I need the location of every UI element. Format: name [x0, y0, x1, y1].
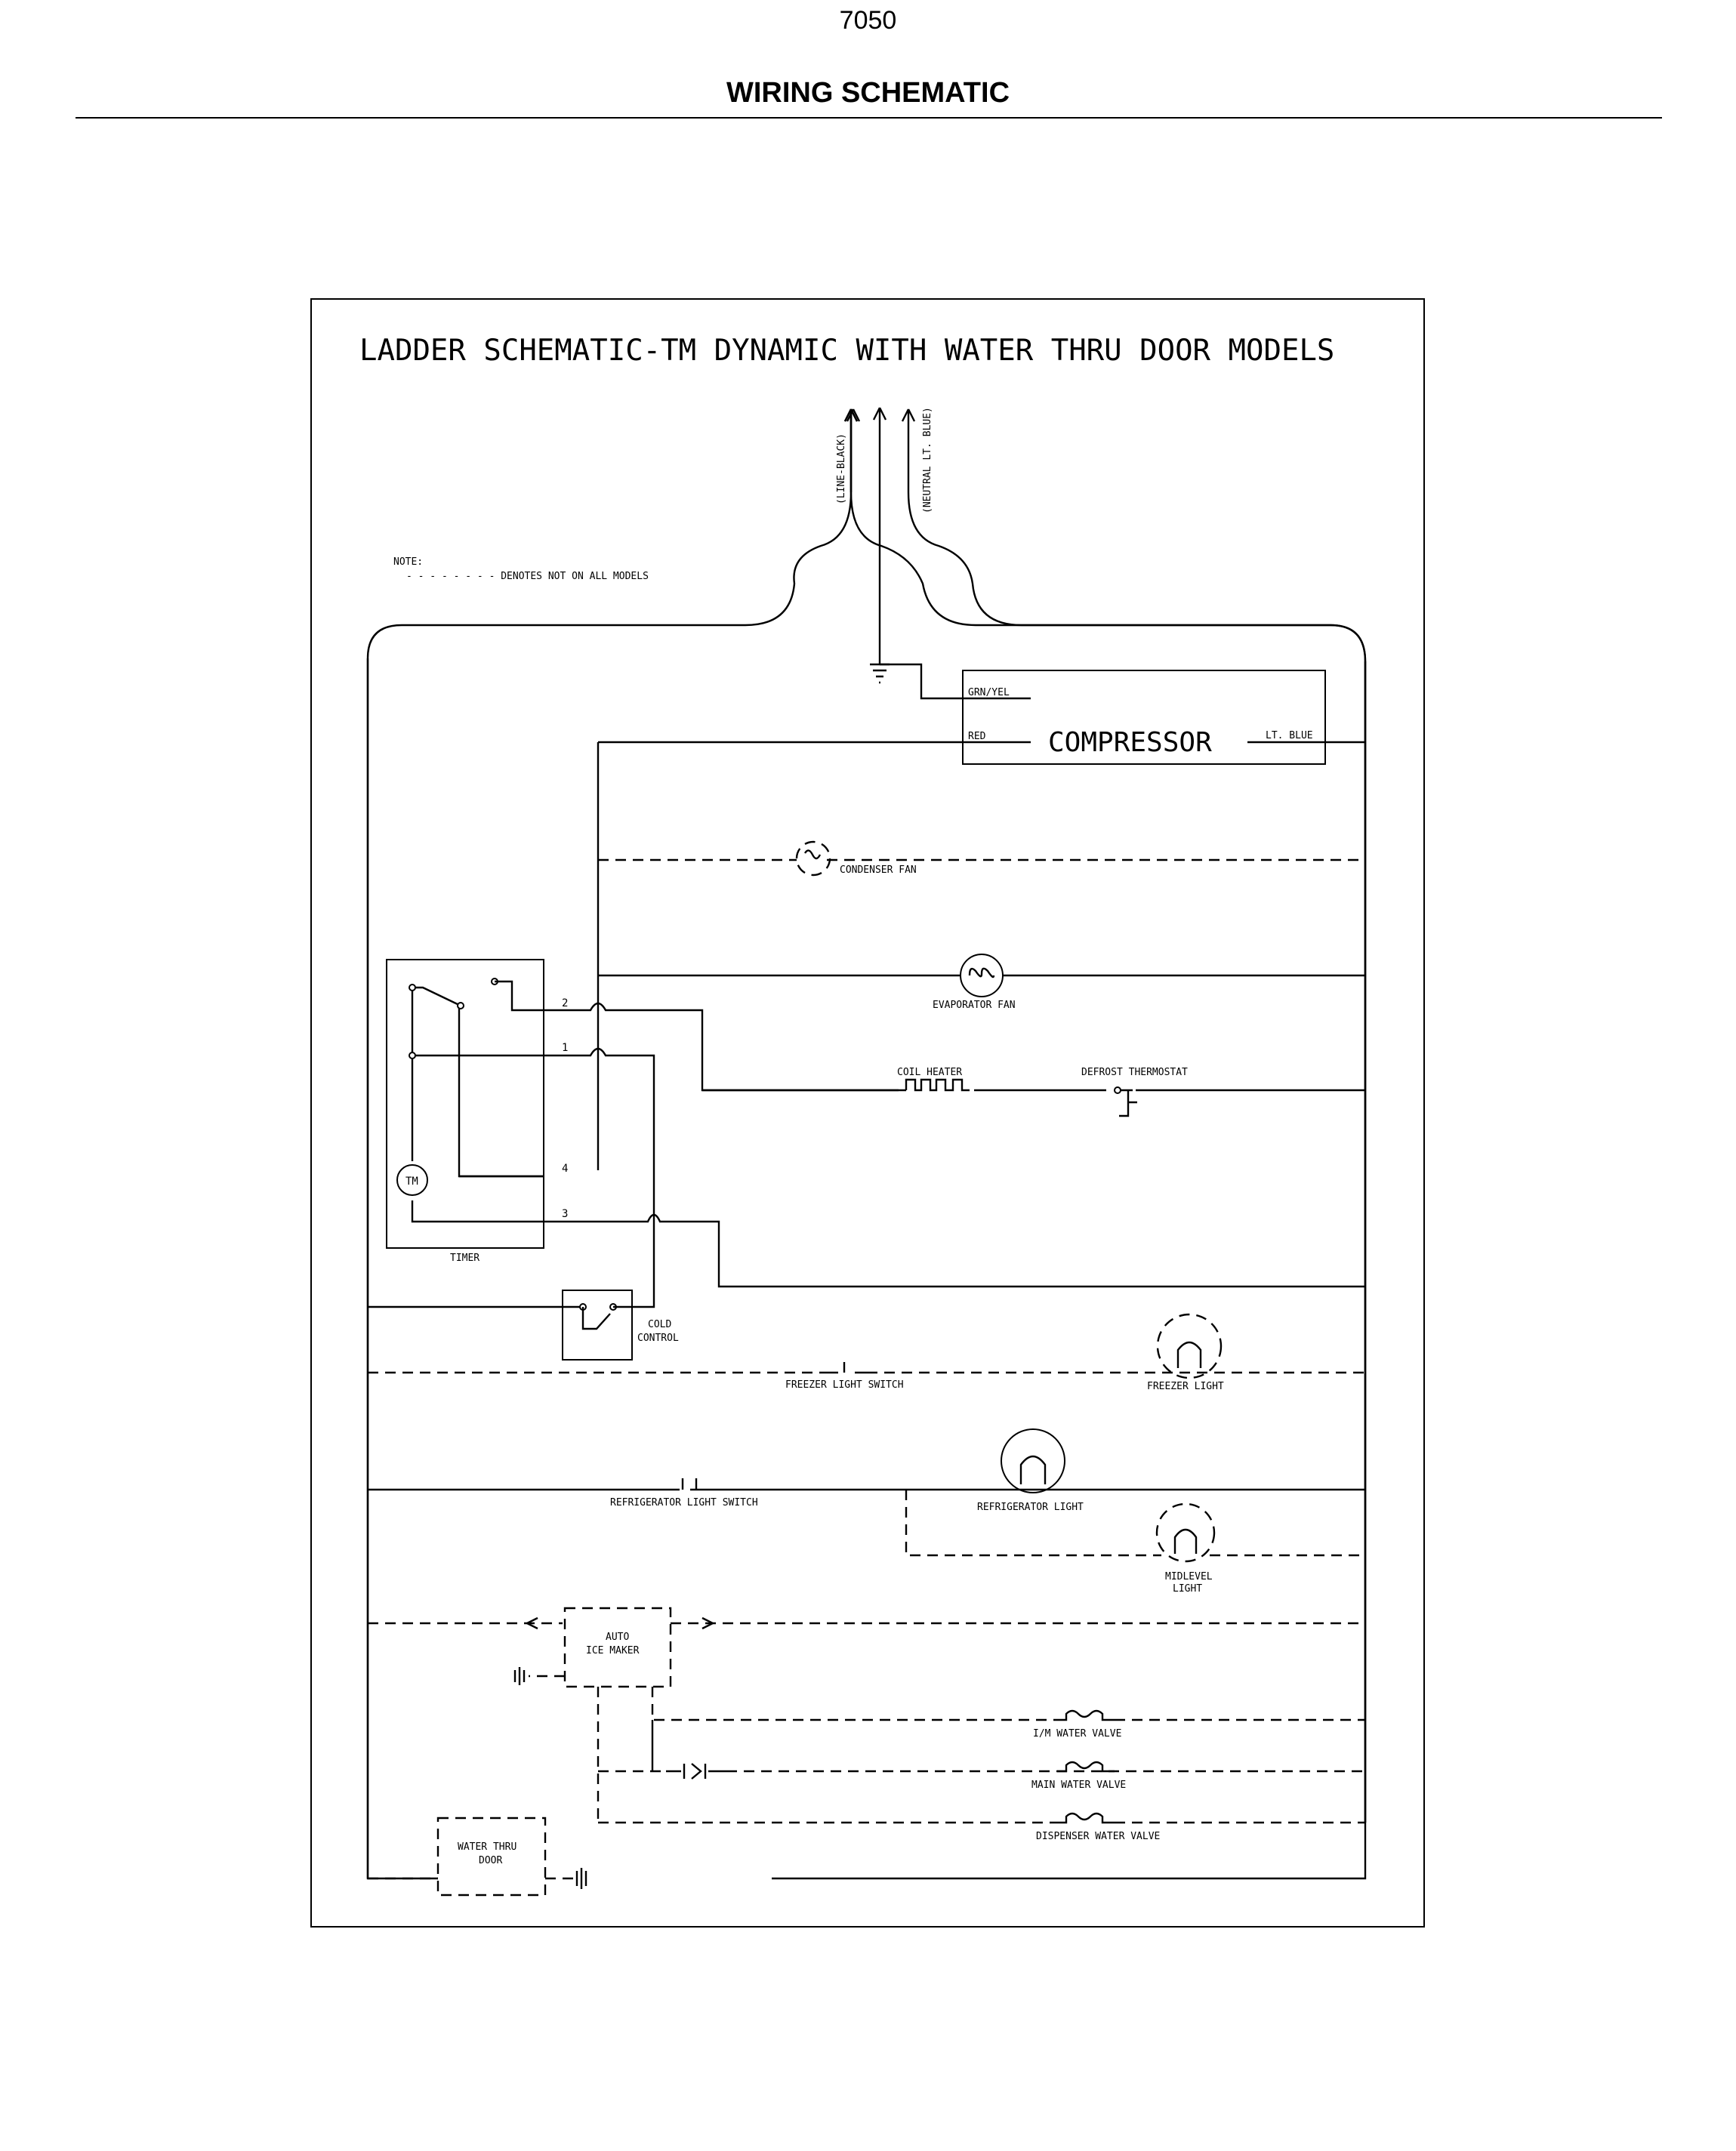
ice-maker-box: [563, 1607, 672, 1688]
line-arrow: [843, 408, 859, 422]
line-black-label: (LINE-BLACK): [836, 433, 847, 504]
condenser-fan-label: CONDENSER FAN: [840, 864, 917, 876]
freezer-light-rung: FREEZER LIGHT SWITCH FREEZER LIGHT: [368, 1313, 1365, 1392]
timer-motor-icon: [396, 1164, 428, 1196]
evaporator-fan-label: EVAPORATOR FAN: [933, 1000, 1016, 1011]
compressor-label: COMPRESSOR: [1048, 727, 1212, 758]
neutral-arrow: [901, 408, 916, 422]
main-water-valve-label: MAIN WATER VALVE: [1031, 1780, 1126, 1791]
note-label: NOTE:: [393, 556, 423, 568]
water-thru-door-label-1: WATER THRU: [458, 1841, 516, 1853]
refrigerator-light-switch-icon: [672, 1478, 698, 1491]
condenser-fan-icon: [795, 840, 831, 877]
water-valve-rungs: I/M WATER VALVE MAIN WATER VALVE DISPENS…: [597, 1687, 1365, 1842]
midlevel-light-label-2: LIGHT: [1173, 1583, 1202, 1595]
note-text: - - - - - - - - DENOTES NOT ON ALL MODEL…: [406, 571, 649, 582]
cold-control-label-2: CONTROL: [637, 1333, 679, 1344]
im-water-valve-label: I/M WATER VALVE: [1033, 1728, 1121, 1740]
water-thru-door-box: [436, 1817, 547, 1897]
compressor: GRN/YEL RED COMPRESSOR LT. BLUE: [598, 663, 1365, 765]
supply-wires: [772, 408, 1367, 1880]
freezer-light-label: FREEZER LIGHT: [1147, 1381, 1224, 1392]
defrost-rung: COIL HEATER DEFROST THERMOSTAT: [702, 1067, 1365, 1117]
cold-control-box: [562, 1290, 633, 1361]
terminal-4: 4: [562, 1163, 568, 1175]
timer-motor-label: TM: [405, 1176, 418, 1188]
terminal-2: 2: [562, 997, 568, 1009]
timer-box: [386, 959, 544, 1249]
refrigerator-light-switch-label: REFRIGERATOR LIGHT SWITCH: [610, 1497, 758, 1508]
timer-terminal-wires: 2 1 4 3: [459, 997, 1365, 1288]
ground-icon: [870, 663, 890, 684]
cold-control: COLD CONTROL: [368, 1220, 679, 1361]
cold-control-label-1: COLD: [648, 1319, 671, 1330]
evaporator-fan-icon: [960, 954, 1004, 997]
ice-maker-rung: AUTO ICE MAKER: [368, 1607, 1365, 1688]
page-heading: WIRING SCHEMATIC: [726, 77, 1010, 109]
condenser-fan-rung: CONDENSER FAN: [598, 840, 1365, 877]
neutral-wire: [907, 409, 1367, 1823]
freezer-light-icon: [1156, 1313, 1223, 1379]
terminal-3: 3: [562, 1208, 568, 1220]
timer: TIMER TM: [386, 959, 544, 1264]
diagram-frame: [310, 298, 1425, 1928]
grn-yel-wire: [880, 663, 1031, 700]
wire-label-lt-blue: LT. BLUE: [1266, 730, 1313, 741]
terminal-1: 1: [562, 1042, 568, 1054]
freezer-light-switch-label: FREEZER LIGHT SWITCH: [785, 1379, 904, 1391]
evaporator-fan-rung: EVAPORATOR FAN: [598, 954, 1365, 1011]
refrigerator-light-icon: [1001, 1428, 1065, 1493]
midlevel-light-icon: [1155, 1502, 1216, 1563]
dispenser-water-valve-label: DISPENSER WATER VALVE: [1036, 1831, 1160, 1842]
midlevel-light-label-1: MIDLEVEL: [1165, 1571, 1213, 1582]
coil-heater-label: COIL HEATER: [897, 1067, 962, 1078]
ice-maker-label-2: ICE MAKER: [586, 1645, 640, 1656]
line-black-wire: [366, 409, 853, 1880]
ice-maker-label-1: AUTO: [606, 1632, 629, 1643]
timer-label: TIMER: [450, 1253, 479, 1264]
water-thru-door-label-2: DOOR: [479, 1855, 502, 1866]
wire-label-grn-yel: GRN/YEL: [968, 687, 1010, 698]
water-thru-door-ground-icon: [575, 1868, 587, 1889]
refrigerator-light-rung: REFRIGERATOR LIGHT SWITCH REFRIGERATOR L…: [368, 1428, 1365, 1595]
defrost-thermostat-icon: [1114, 1086, 1121, 1094]
main-valve-connector-icon: [666, 1763, 726, 1780]
main-water-valve-icon: [1057, 1761, 1115, 1773]
wire-label-red: RED: [968, 731, 986, 742]
dispenser-water-valve-icon: [1057, 1812, 1115, 1824]
coil-heater-icon: [899, 1078, 970, 1092]
water-thru-door: WATER THRU DOOR: [368, 1817, 587, 1897]
defrost-thermostat-label: DEFROST THERMOSTAT: [1081, 1067, 1188, 1078]
heading-rule: [76, 117, 1662, 119]
im-water-valve-icon: [1057, 1709, 1115, 1721]
freezer-light-switch-icon: [826, 1362, 867, 1374]
diagram-title: LADDER SCHEMATIC-TM DYNAMIC WITH WATER T…: [359, 334, 1334, 368]
page-number: 7050: [839, 6, 897, 35]
compressor-box: [962, 670, 1326, 765]
ice-maker-ground-icon: [513, 1667, 526, 1685]
refrigerator-light-label: REFRIGERATOR LIGHT: [977, 1502, 1084, 1513]
ground-arrow: [872, 407, 887, 421]
neutral-label: (NEUTRAL LT. BLUE): [922, 407, 933, 513]
